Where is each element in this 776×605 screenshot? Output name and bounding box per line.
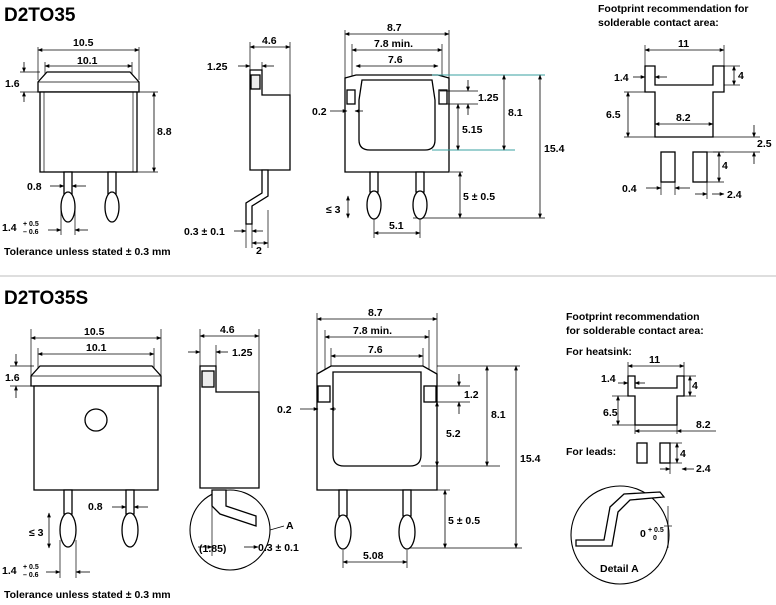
detail-circle <box>189 489 271 571</box>
footprint-pads: 11 1.4 4 6.5 8.2 2.5 4 0.4 2.4 <box>606 38 772 201</box>
svg-text:– 0.6: – 0.6 <box>23 572 39 579</box>
dim-top-pitch: 5.08 <box>363 550 384 562</box>
dim-top-pitch: 5.1 <box>389 220 404 232</box>
detail-label: Detail A <box>600 563 639 575</box>
dim-front-width-outer: 10.5 <box>73 37 94 49</box>
dim-fp-tab-width: 1.4 <box>601 373 616 385</box>
front-view: 10.5 10.1 1.6 8.8 0.8 1.4 + 0.5 – 0.6 <box>2 37 172 236</box>
dim-side-thickness: 0.3 ± 0.1 <box>184 226 225 238</box>
dim-front-height: 8.8 <box>157 126 172 138</box>
detail-a: 0 + 0.5 0 Detail A <box>570 485 672 585</box>
dim-top-height-b: 5.2 <box>446 428 461 440</box>
dim-front-step: 1.6 <box>5 78 20 90</box>
dim-top-height-total: 15.4 <box>520 453 541 465</box>
dim-front-lead-width: 1.4 <box>2 565 17 577</box>
dim-front-step: 1.6 <box>5 372 20 384</box>
dim-top-height-total: 15.4 <box>544 143 565 155</box>
dim-front-lead-gap: 0.8 <box>88 501 103 513</box>
svg-text:+ 0.5: + 0.5 <box>648 527 664 534</box>
section-title: D2TO35S <box>4 288 88 309</box>
front-view: 10.5 10.1 1.6 0.8 ≤ 3 1.4 + 0.5 – 0.6 <box>2 326 162 579</box>
side-view: 4.6 1.25 0.3 ± 0.1 2 <box>184 35 291 257</box>
dim-fp-lead-pad-gap: 2.4 <box>727 189 742 201</box>
dim-fp-lead-pad-h: 4 <box>680 448 686 460</box>
dim-top-notch: 1.25 <box>478 92 499 104</box>
dim-side-depth: 4.6 <box>262 35 277 47</box>
svg-text:0: 0 <box>653 535 657 542</box>
dim-top-slot: 0.2 <box>312 106 327 118</box>
svg-text:+ 0.5: + 0.5 <box>23 221 39 228</box>
dim-side-ref: (1.85) <box>199 543 226 555</box>
dim-fp-tab-width: 1.4 <box>614 72 629 84</box>
dim-top-width-mid: 7.8 min. <box>374 38 413 50</box>
dim-fp-pad-width: 8.2 <box>676 112 691 124</box>
dim-side-lead-offset: 2 <box>256 245 262 257</box>
dim-top-notch: 1.2 <box>464 389 479 401</box>
footprint-pads: 11 1.4 4 6.5 8.2 For leads: 4 2.4 <box>566 354 716 475</box>
svg-text:– 0.6: – 0.6 <box>23 229 39 236</box>
dim-top-slot: 0.2 <box>277 404 292 416</box>
detail-marker: A <box>286 520 294 532</box>
dim-top-width-inner: 7.6 <box>368 344 383 356</box>
dim-fp-width: 11 <box>649 354 660 366</box>
dim-front-lead-gap: 0.8 <box>27 181 42 193</box>
dim-top-lead-max: ≤ 3 <box>326 204 341 216</box>
dim-fp-lead-pad-gap: 2.4 <box>696 463 711 475</box>
dim-top-width-outer: 8.7 <box>368 307 383 319</box>
dim-top-lead-len: 5 ± 0.5 <box>463 191 495 203</box>
dim-front-width-outer: 10.5 <box>84 326 105 338</box>
dim-fp-tab-height: 4 <box>692 380 698 392</box>
dim-front-lead-width: 1.4 <box>2 222 17 234</box>
dim-fp-pad-height: 6.5 <box>603 407 618 419</box>
heatsink-label: For heatsink: <box>566 346 632 358</box>
dim-top-width-outer: 8.7 <box>387 22 402 34</box>
dim-fp-tab-height: 4 <box>738 70 744 82</box>
dim-top-width-inner: 7.6 <box>388 54 403 66</box>
leads-label: For leads: <box>566 446 616 458</box>
dim-side-depth: 4.6 <box>220 324 235 336</box>
footprint-title-2: solderable contact area: <box>598 17 719 29</box>
dim-fp-pad-height: 6.5 <box>606 109 621 121</box>
dim-top-height-a: 8.1 <box>508 107 523 119</box>
dim-top-lead-len: 5 ± 0.5 <box>448 515 480 527</box>
section-title: D2TO35 <box>4 5 76 26</box>
footprint-title-2: for solderable contact area: <box>566 325 704 337</box>
footprint-title: Footprint recommendation for <box>598 3 749 15</box>
dim-top-height-b: 5.15 <box>462 124 483 136</box>
detail-angle: 0 <box>640 528 646 540</box>
dim-front-width-inner: 10.1 <box>86 342 107 354</box>
svg-text:+ 0.5: + 0.5 <box>23 564 39 571</box>
dim-front-lead-max: ≤ 3 <box>29 527 44 539</box>
dim-side-thickness: 0.3 ± 0.1 <box>258 542 299 554</box>
dim-fp-lead-pad-h: 4 <box>722 160 728 172</box>
tolerance-note: Tolerance unless stated ± 0.3 mm <box>4 589 171 601</box>
dim-top-height-a: 8.1 <box>491 409 506 421</box>
top-view: 8.7 7.8 min. 7.6 0.2 1.2 8.1 5.2 15.4 <box>277 307 541 568</box>
dim-fp-lead-pad-w: 0.4 <box>622 183 637 195</box>
footprint-title: Footprint recommendation <box>566 311 700 323</box>
dim-side-tab: 1.25 <box>207 61 228 73</box>
dim-front-width-inner: 10.1 <box>77 55 98 67</box>
dim-side-tab: 1.25 <box>232 347 253 359</box>
dim-fp-width: 11 <box>678 38 689 50</box>
tolerance-note: Tolerance unless stated ± 0.3 mm <box>4 246 171 258</box>
dim-fp-gap: 2.5 <box>757 138 772 150</box>
side-view: 4.6 1.25 (1.85) 0.3 ± 0.1 A <box>188 324 299 571</box>
dim-fp-pad-width: 8.2 <box>696 419 711 431</box>
dim-top-width-mid: 7.8 min. <box>353 325 392 337</box>
top-view: 8.7 7.8 min. 7.6 0.2 1.25 8.1 5.15 15.4 <box>312 22 565 238</box>
